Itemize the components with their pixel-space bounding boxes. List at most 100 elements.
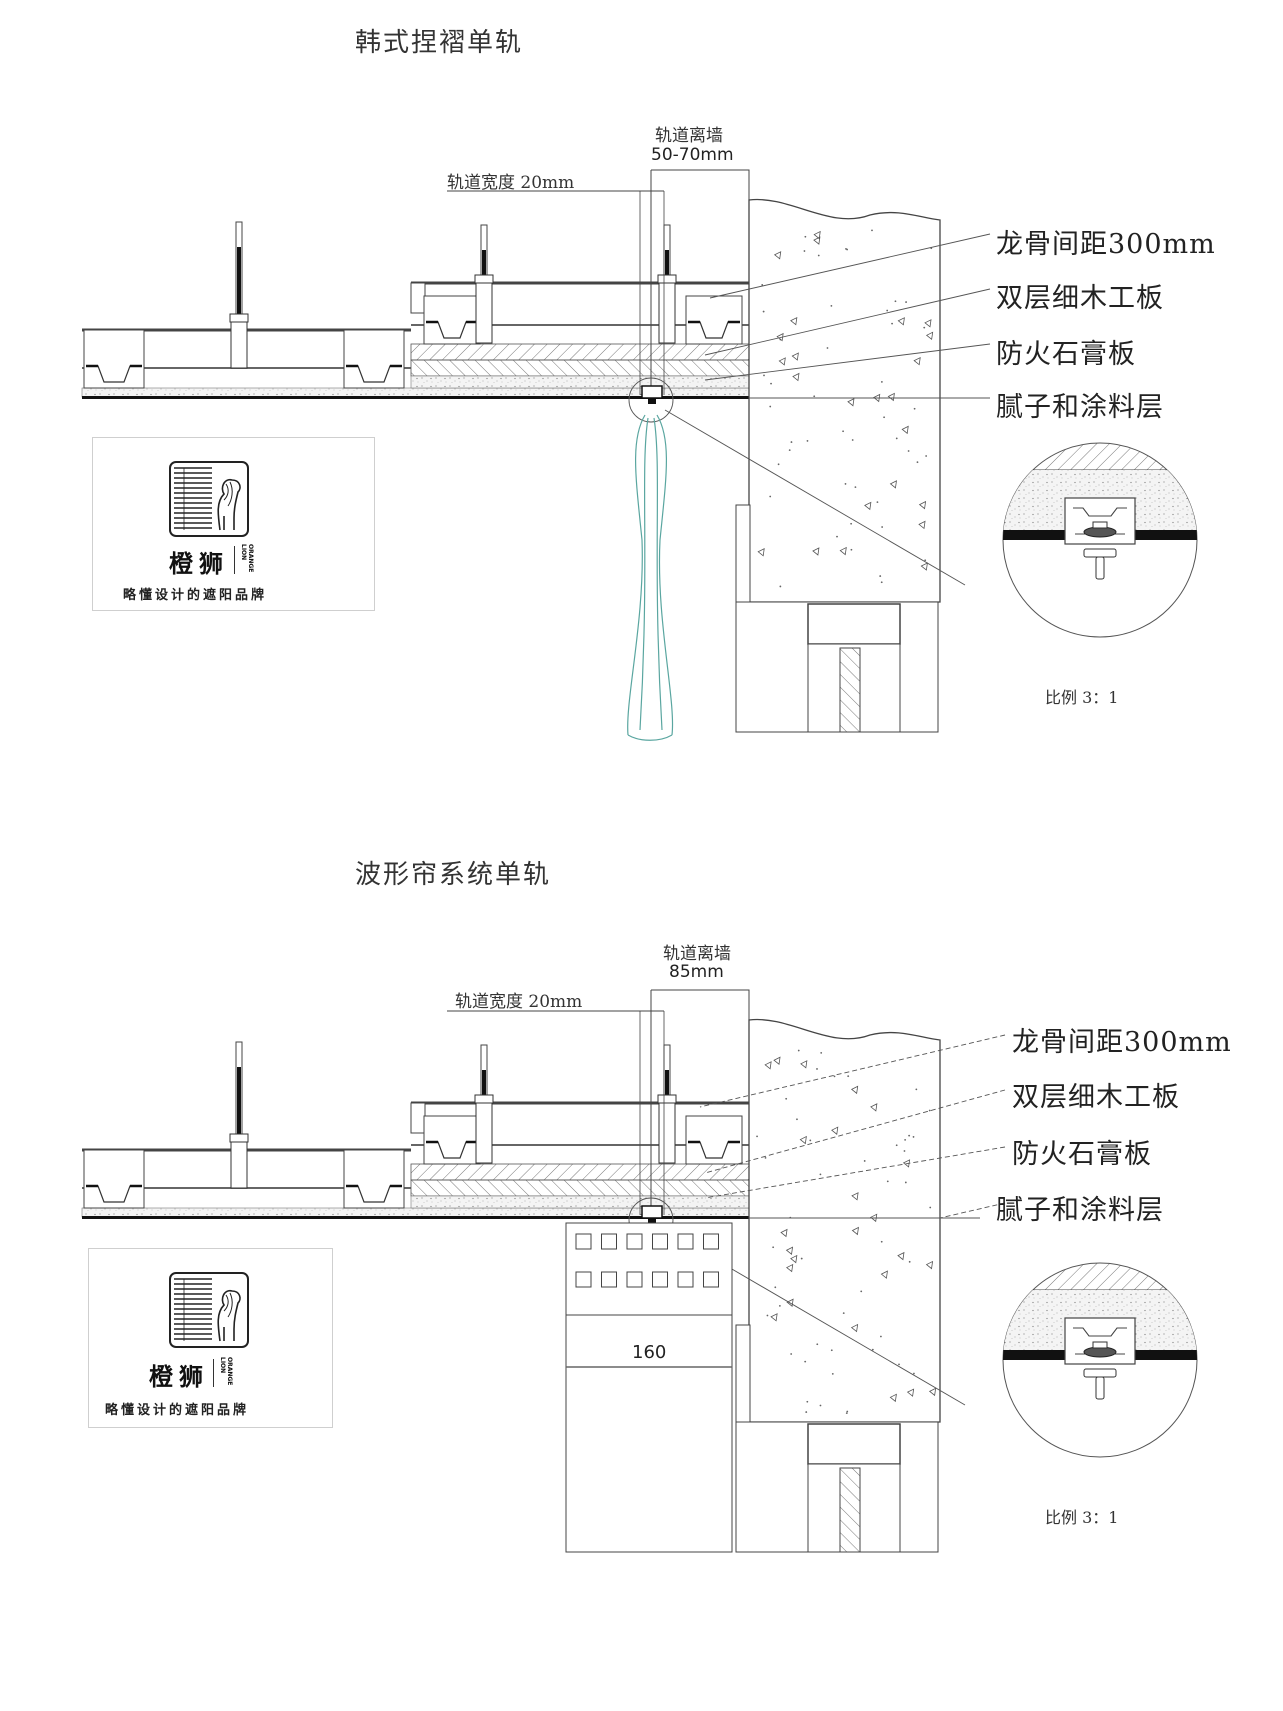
aggregate-mark bbox=[839, 546, 847, 556]
track-width-label: 轨道宽度 20mm bbox=[447, 173, 575, 193]
aggregate-mark bbox=[764, 1061, 772, 1070]
aggregate-mark bbox=[847, 398, 855, 407]
aggregate-mark bbox=[918, 520, 926, 530]
wall-distance-value: 50-70mm bbox=[651, 145, 734, 165]
aggregate-dot bbox=[863, 1160, 866, 1162]
aggregate-dot bbox=[854, 486, 857, 489]
aggregate-mark bbox=[925, 1260, 934, 1270]
plywood-layer-1 bbox=[410, 343, 750, 361]
wall-distance-label: 轨道离墙 bbox=[663, 944, 731, 964]
aggregate-mark bbox=[780, 1228, 788, 1238]
callout-leader-2 bbox=[704, 343, 991, 381]
aggregate-dot bbox=[923, 326, 926, 329]
aggregate-dot bbox=[908, 1134, 911, 1137]
callout-leader-0 bbox=[699, 1034, 1006, 1108]
aggregate-dot bbox=[770, 382, 772, 385]
ceiling-section-drawing bbox=[81, 989, 1198, 1553]
aggregate-dot bbox=[831, 1372, 834, 1375]
aggregate-mark bbox=[790, 316, 798, 326]
aggregate-dot bbox=[880, 1335, 882, 1338]
aggregate-mark bbox=[850, 1323, 859, 1333]
aggregate-dot bbox=[806, 440, 809, 442]
detail-plywood bbox=[1003, 443, 1197, 470]
aggregate-mark bbox=[925, 331, 934, 341]
wave-curtain-pleat bbox=[703, 1233, 719, 1250]
aggregate-dot bbox=[830, 1349, 833, 1352]
aggregate-mark bbox=[864, 501, 872, 511]
keel-channel bbox=[343, 329, 405, 389]
aggregate-mark bbox=[924, 319, 932, 328]
aggregate-mark bbox=[800, 1060, 808, 1069]
wave-curtain-pleat bbox=[575, 1271, 592, 1288]
pinch-pleat-curtain bbox=[627, 414, 646, 736]
window-trim bbox=[735, 504, 751, 603]
hanger-nut bbox=[474, 1094, 494, 1104]
threaded-rod bbox=[237, 1067, 241, 1172]
keel-channel bbox=[83, 329, 145, 389]
lion-outline bbox=[217, 478, 241, 531]
hanger-clip bbox=[230, 321, 248, 369]
curtain-track bbox=[641, 385, 663, 399]
aggregate-dot bbox=[763, 374, 765, 377]
aggregate-mark bbox=[757, 548, 765, 557]
aggregate-dot bbox=[879, 575, 882, 577]
aggregate-dot bbox=[778, 1305, 781, 1307]
keel-channel bbox=[423, 295, 481, 345]
hanger-clip bbox=[230, 1141, 248, 1189]
aggregate-dot bbox=[904, 1139, 907, 1141]
track-runner bbox=[648, 398, 656, 404]
aggregate-dot bbox=[929, 1206, 932, 1209]
pinch-pleat-curtain bbox=[653, 417, 663, 731]
aggregate-dot bbox=[895, 1144, 898, 1147]
aggregate-dot bbox=[819, 1404, 822, 1407]
aggregate-dot bbox=[777, 463, 780, 466]
wall-distance-value: 85mm bbox=[669, 962, 724, 982]
aggregate-dot bbox=[924, 559, 927, 562]
wave-curtain-pleat bbox=[677, 1271, 694, 1288]
detail-track-profile bbox=[1064, 497, 1136, 545]
callout-leader-3 bbox=[939, 1202, 1006, 1219]
window-head-frame bbox=[807, 603, 901, 645]
brand-slogan: 略懂设计的遮阳品牌 bbox=[105, 1403, 250, 1418]
detail-plywood bbox=[1003, 1263, 1197, 1290]
aggregate-dot bbox=[797, 1049, 800, 1052]
keel-end bbox=[410, 282, 426, 314]
aggregate-dot bbox=[766, 1314, 769, 1317]
window-sill-wall bbox=[565, 1314, 733, 1553]
section-title: 波形帘系统单轨 bbox=[355, 860, 552, 890]
aggregate-mark bbox=[897, 1251, 905, 1261]
aggregate-dot bbox=[804, 1360, 807, 1363]
aggregate-dot bbox=[845, 1412, 848, 1414]
aggregate-dot bbox=[842, 1312, 845, 1315]
aggregate-dot bbox=[769, 405, 772, 408]
detail-hook-plate bbox=[1083, 1368, 1117, 1378]
hanger-clip bbox=[475, 1102, 493, 1164]
wave-curtain-pleat bbox=[575, 1233, 592, 1250]
callout-leader-1 bbox=[704, 1089, 1006, 1174]
aggregate-dot bbox=[774, 1286, 777, 1289]
aggregate-dot bbox=[913, 407, 916, 410]
aggregate-dot bbox=[850, 548, 853, 551]
brand-name-en-2: LION bbox=[219, 1357, 226, 1374]
callout-fire-gypsum: 防火石膏板 bbox=[996, 339, 1136, 370]
aggregate-dot bbox=[803, 250, 806, 252]
track-width-label: 轨道宽度 20mm bbox=[455, 992, 583, 1012]
wave-curtain-pleat bbox=[601, 1233, 617, 1250]
callout-putty-paint: 腻子和涂料层 bbox=[996, 392, 1164, 423]
brand-logo-card: 橙狮 LION ORANGE 略懂设计的遮阳品牌 bbox=[92, 437, 375, 611]
section-title: 韩式捏褶单轨 bbox=[355, 28, 524, 58]
keel-channel bbox=[343, 1149, 405, 1209]
brand-name-en-2: LION bbox=[240, 544, 247, 561]
plywood-layer-2 bbox=[410, 1179, 750, 1197]
aggregate-mark bbox=[918, 500, 927, 510]
aggregate-dot bbox=[903, 1150, 906, 1152]
aggregate-mark bbox=[901, 425, 909, 435]
putty-paint-layer bbox=[82, 1216, 750, 1219]
plywood-layer-1 bbox=[410, 1163, 750, 1181]
aggregate-dot bbox=[820, 1051, 823, 1054]
aggregate-mark bbox=[928, 1387, 937, 1397]
aggregate-dot bbox=[898, 1363, 900, 1366]
aggregate-dot bbox=[883, 416, 886, 419]
brand-divider bbox=[234, 546, 235, 574]
aggregate-mark bbox=[920, 562, 928, 571]
